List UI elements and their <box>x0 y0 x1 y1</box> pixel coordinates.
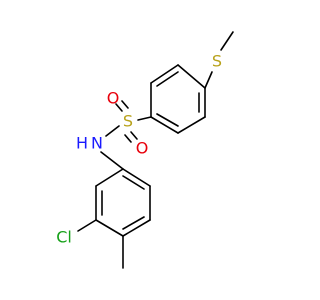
bond-upper-ring-double <box>156 71 179 87</box>
nitrogen-hydrogen-label: H <box>76 134 88 153</box>
bond-upper-ring <box>150 116 179 134</box>
bond-s-o-bottom <box>124 134 132 143</box>
bond-s-n <box>105 125 120 137</box>
molecule-structure: S S O O N H Cl <box>56 31 234 269</box>
bond-upper-ring-double <box>156 113 179 127</box>
bond-ring-cl <box>77 219 97 232</box>
bond-upper-ring <box>177 116 206 134</box>
bond-lower-ring <box>122 219 151 237</box>
bonds <box>77 31 234 269</box>
nitrogen-label: N <box>91 134 103 153</box>
bond-lower-ring-double <box>122 175 145 190</box>
bond-s-ring <box>204 71 213 89</box>
bond-upper-ring <box>150 64 179 84</box>
bond-lower-ring <box>95 219 124 237</box>
bond-methyl-s <box>220 31 234 51</box>
bond-upper-ring <box>177 64 206 89</box>
bond-lower-ring <box>95 168 124 187</box>
bond-s-o-bottom <box>130 131 138 140</box>
chlorine-label: Cl <box>56 228 72 247</box>
bond-lower-ring-double <box>122 216 145 230</box>
sulfur-thioether-label: S <box>212 52 222 71</box>
bond-lower-ring <box>122 168 151 187</box>
atom-labels: S S O O N H Cl <box>56 52 222 247</box>
oxygen-bottom-label: O <box>136 139 149 158</box>
bond-s-o-top <box>121 100 129 109</box>
bond-ring-sulfonyl <box>137 116 152 121</box>
bond-n-ring <box>100 151 124 170</box>
sulfur-sulfonyl-label: S <box>123 112 133 131</box>
bond-s-o-top <box>115 103 123 112</box>
oxygen-top-label: O <box>107 89 120 108</box>
